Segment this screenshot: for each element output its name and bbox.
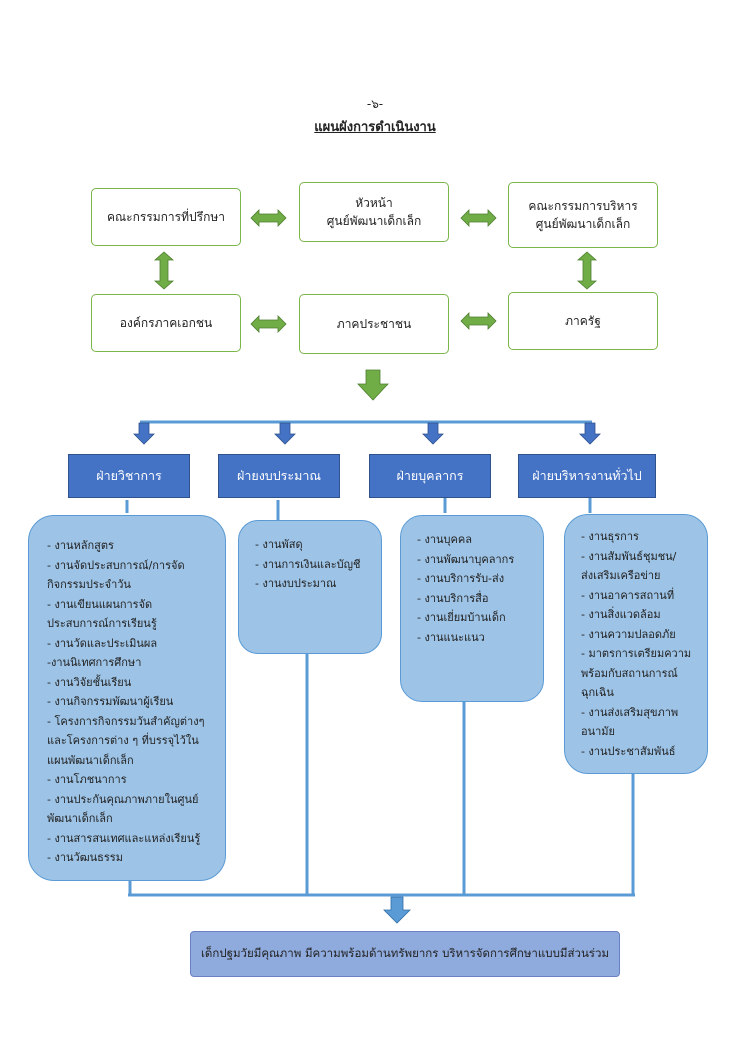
- task-item: - งานบุคคล: [417, 533, 472, 546]
- task-item: - งานแนะแนว: [417, 630, 485, 644]
- double-arrow-advisory-private: [153, 251, 175, 290]
- dept-academic-list: - งานหลักสูตร - งานจัดประสบการณ์/การจัด ก…: [28, 515, 226, 881]
- academic-task-list: - งานหลักสูตร - งานจัดประสบการณ์/การจัด ก…: [47, 536, 219, 868]
- admin-committee-box: คณะกรรมการบริหาร ศูนย์พัฒนาเด็กเล็ก: [508, 182, 658, 248]
- center-head-box: หัวหน้า ศูนย์พัฒนาเด็กเล็ก: [299, 182, 449, 242]
- task-item: - งานพัฒนาบุคลากร: [417, 552, 515, 566]
- dept-academic-header: ฝ่ายวิชาการ: [68, 454, 190, 498]
- task-item: - งานความปลอดภัย: [581, 627, 676, 641]
- double-arrow-head-admin: [460, 209, 497, 227]
- task-item: - งานหลักสูตร: [47, 539, 114, 552]
- task-item: - มาตรการเตรียมความ พร้อมกับสถานการณ์ ฉุ…: [581, 647, 692, 699]
- task-item: - งานวัฒนธรรม: [47, 851, 123, 864]
- task-item: - งานบริการสื่อ: [417, 591, 489, 605]
- down-arrow-dept-4: [579, 422, 601, 445]
- down-arrow-dept-1: [133, 422, 155, 445]
- task-item: - งานสารสนเทศและแหล่งเรียนรู้: [47, 831, 201, 845]
- task-item: - โครงการกิจกรรมวันสำคัญต่างๆ และโครงการ…: [47, 714, 205, 767]
- dept-general-list: - งานธุรการ - งานสัมพันธ์ชุมชน/ ส่งเสริมเ…: [564, 514, 708, 774]
- double-arrow-admin-gov: [576, 251, 598, 290]
- task-item: - งานกิจกรรมพัฒนาผู้เรียน: [47, 695, 174, 708]
- task-item: - งานส่งเสริมสุขภาพ อนามัย: [581, 705, 679, 739]
- page-title: แผนผังการดำเนินงาน: [314, 120, 436, 135]
- government-sector-label: ภาครัฐ: [565, 314, 601, 328]
- task-item: - งานสิ่งแวดล้อม: [581, 608, 661, 621]
- admin-committee-label: คณะกรรมการบริหาร ศูนย์พัฒนาเด็กเล็ก: [528, 199, 638, 231]
- task-item: - งานบริการรับ-ส่ง: [417, 572, 505, 585]
- center-head-label: หัวหน้า ศูนย์พัฒนาเด็กเล็ก: [326, 196, 422, 228]
- task-item: - งานจัดประสบการณ์/การจัด กิจกรรมประจำวั…: [47, 558, 185, 592]
- public-sector-box: ภาคประชาชน: [299, 294, 449, 354]
- private-sector-box: องค์กรภาคเอกชน: [91, 294, 241, 352]
- task-item: - งานการเงินและบัญชี: [255, 557, 361, 571]
- task-item: - งานวิจัยชั้นเรียน: [47, 675, 132, 689]
- task-item: - งานประกันคุณภาพภายในศูนย์ พัฒนาเด็กเล็…: [47, 792, 199, 826]
- double-arrow-public-gov: [460, 312, 497, 330]
- down-arrow-dept-3: [422, 422, 444, 445]
- budget-task-list: - งานพัสดุ - งานการเงินและบัญชี - งานงบประ…: [255, 535, 375, 594]
- task-item: - งานเขียนแผนการจัด ประสบการณ์การเรียนรู…: [47, 597, 157, 631]
- outcome-box: เด็กปฐมวัยมีคุณภาพ มีความพร้อมด้านทรัพยา…: [190, 931, 620, 977]
- dept-personnel-list: - งานบุคคล - งานพัฒนาบุคลากร - งานบริการรั…: [400, 515, 544, 702]
- down-arrow-public: [357, 369, 389, 401]
- task-item: - งานสัมพันธ์ชุมชน/ ส่งเสริมเครือข่าย: [581, 549, 677, 583]
- dept-personnel-header: ฝ่ายบุคลากร: [369, 454, 491, 498]
- down-arrow-outcome: [383, 896, 411, 924]
- double-arrow-advisory-head: [250, 209, 287, 227]
- government-sector-box: ภาครัฐ: [508, 292, 658, 350]
- task-item: - งานเยี่ยมบ้านเด็ก: [417, 611, 506, 624]
- dept-general-header: ฝ่ายบริหารงานทั่วไป: [518, 454, 656, 498]
- task-item: - งานงบประมาณ: [255, 577, 337, 590]
- task-item: - งานประชาสัมพันธ์: [581, 744, 676, 758]
- task-item: - งานธุรการ: [581, 530, 639, 543]
- task-item: -งานนิเทศการศึกษา: [47, 656, 142, 669]
- general-task-list: - งานธุรการ - งานสัมพันธ์ชุมชน/ ส่งเสริมเ…: [581, 527, 703, 761]
- task-item: - งานพัสดุ: [255, 538, 303, 551]
- task-item: - งานอาคารสถานที่: [581, 588, 675, 602]
- task-item: - งานโภชนาการ: [47, 773, 127, 786]
- dept-budget-list: - งานพัสดุ - งานการเงินและบัญชี - งานงบประ…: [238, 520, 382, 654]
- page-number: -๖-: [366, 97, 384, 111]
- private-sector-label: องค์กรภาคเอกชน: [119, 316, 213, 330]
- task-item: - งานวัดและประเมินผล: [47, 636, 158, 650]
- down-arrow-dept-2: [274, 422, 296, 445]
- advisory-committee-box: คณะกรรมการที่ปรึกษา: [91, 188, 241, 246]
- public-sector-label: ภาคประชาชน: [336, 317, 412, 331]
- advisory-committee-label: คณะกรรมการที่ปรึกษา: [106, 210, 225, 224]
- dept-budget-header: ฝ่ายงบประมาณ: [218, 454, 340, 498]
- double-arrow-private-public: [250, 315, 287, 333]
- personnel-task-list: - งานบุคคล - งานพัฒนาบุคลากร - งานบริการรั…: [417, 530, 537, 647]
